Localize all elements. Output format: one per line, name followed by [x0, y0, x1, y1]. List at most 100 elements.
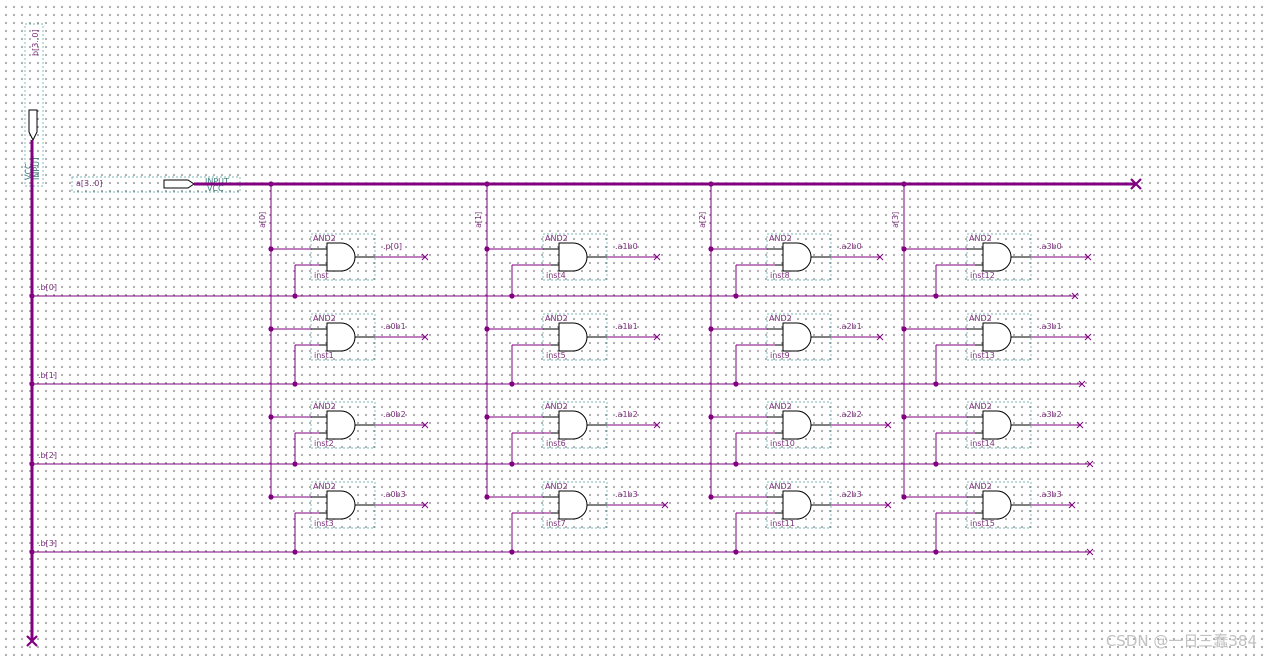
gate-inst-label-inst3: inst3: [314, 519, 334, 528]
and-gate-inst8: [782, 242, 812, 272]
b-line-junction-1: [29, 381, 35, 387]
b-to-gate-junction-inst1: [292, 381, 298, 387]
gate-output-end-inst4: [653, 253, 661, 261]
gate-box-inst6: [542, 401, 608, 449]
gate-output-label-inst8: .a2b0: [839, 242, 862, 251]
and-gate-inst1: [326, 322, 356, 352]
gate-output-end-inst11: [884, 501, 892, 509]
a-to-gate-junction-inst6: [484, 414, 490, 420]
gate-output-label-inst13: .a3b1: [1039, 322, 1062, 331]
b-line-end-0: [1071, 292, 1079, 300]
gate-inst-label-inst5: inst5: [546, 351, 566, 360]
input-pin-a-symbol: [163, 179, 195, 189]
gate-box-inst9: [766, 313, 832, 361]
gate-output-end-inst7: [661, 501, 669, 509]
a-bus-end-cross: [1130, 178, 1142, 190]
gate-type-label-inst8: AND2: [769, 234, 792, 243]
gate-inst-label-inst10: inst10: [770, 439, 795, 448]
a-to-gate-junction-inst2: [268, 414, 274, 420]
gate-output-label-inst: .p[0]: [383, 242, 402, 251]
input-pin-a-name: a[3..0]: [76, 179, 102, 188]
gate-output-end-inst3: [421, 501, 429, 509]
gate-output-label-inst12: .a3b0: [1039, 242, 1062, 251]
gate-output-end-inst9: [876, 333, 884, 341]
gate-output-end-inst13: [1084, 333, 1092, 341]
watermark: CSDN @一日三蠢384: [1105, 632, 1257, 650]
a-to-gate-junction-inst11: [708, 494, 714, 500]
gate-type-label-inst1: AND2: [313, 314, 336, 323]
b-to-gate-junction-inst11: [733, 549, 739, 555]
gate-output-end-inst10: [884, 421, 892, 429]
a-to-gate-junction-inst4: [484, 246, 490, 252]
a-to-gate-junction-inst15: [901, 494, 907, 500]
input-pin-a-box: [71, 176, 241, 193]
b-to-gate-junction-inst6: [509, 461, 515, 467]
a-tap-junction-1: [484, 181, 490, 187]
gate-inst-label-inst6: inst6: [546, 439, 566, 448]
gate-box-inst7: [542, 481, 608, 529]
gate-inst-label-inst14: inst14: [970, 439, 995, 448]
gate-output-end-inst6: [653, 421, 661, 429]
gate-type-label-inst12: AND2: [969, 234, 992, 243]
a-tap-label-0: a[0]: [258, 212, 267, 228]
gate-output-label-inst15: .a3b3: [1039, 490, 1062, 499]
gate-output-end-inst5: [653, 333, 661, 341]
a-to-gate-junction-inst5: [484, 326, 490, 332]
and-gate-inst4: [558, 242, 588, 272]
b-to-gate-junction-inst8: [733, 293, 739, 299]
gate-output-label-inst11: .a2b3: [839, 490, 862, 499]
b-tap-label-3: .b[3]: [38, 539, 57, 548]
gate-box-inst15: [966, 481, 1032, 529]
input-pin-b-name: b[3..0]: [31, 29, 40, 56]
gate-output-label-inst3: .a0b3: [383, 490, 406, 499]
b-line-end-3: [1086, 548, 1094, 556]
gate-type-label-inst10: AND2: [769, 402, 792, 411]
b-to-gate-junction-inst10: [733, 461, 739, 467]
gate-type-label-inst15: AND2: [969, 482, 992, 491]
and-gate-inst: [326, 242, 356, 272]
b-to-gate-junction-inst7: [509, 549, 515, 555]
gate-type-label-inst11: AND2: [769, 482, 792, 491]
gate-inst-label-inst: inst: [314, 271, 329, 280]
b-line-junction-2: [29, 461, 35, 467]
gate-output-end-inst14: [1076, 421, 1084, 429]
gate-output-label-inst1: .a0b1: [383, 322, 406, 331]
gate-type-label-inst2: AND2: [313, 402, 336, 411]
a-tap-label-1: a[1]: [474, 212, 483, 228]
b-to-gate-junction-inst3: [292, 549, 298, 555]
input-pin-b-type: INPUT: [32, 156, 41, 180]
a-to-gate-junction-inst7: [484, 494, 490, 500]
gate-output-label-inst4: .a1b0: [615, 242, 638, 251]
b-line-junction-3: [29, 549, 35, 555]
gate-inst-label-inst7: inst7: [546, 519, 566, 528]
a-to-gate-junction-inst10: [708, 414, 714, 420]
gate-box-inst10: [766, 401, 832, 449]
and-gate-inst12: [982, 242, 1012, 272]
gate-output-label-inst10: .a2b2: [839, 410, 862, 419]
gate-type-label-inst6: AND2: [545, 402, 568, 411]
gate-output-label-inst14: .a3b2: [1039, 410, 1062, 419]
gate-box-inst4: [542, 233, 608, 281]
gate-box-inst11: [766, 481, 832, 529]
a-to-gate-junction-inst12: [901, 246, 907, 252]
gate-type-label-inst14: AND2: [969, 402, 992, 411]
gate-type-label-inst3: AND2: [313, 482, 336, 491]
and-gate-inst10: [782, 410, 812, 440]
and-gate-inst3: [326, 490, 356, 520]
gate-box-inst12: [966, 233, 1032, 281]
input-pin-a-vcc: VCC: [207, 184, 224, 193]
gate-output-end-inst: [421, 253, 429, 261]
a-to-gate-junction-inst1: [268, 326, 274, 332]
gate-box-inst3: [310, 481, 376, 529]
input-pin-a-type: INPUT: [205, 177, 229, 186]
and-gate-inst13: [982, 322, 1012, 352]
gate-output-end-inst12: [1084, 253, 1092, 261]
and-gate-inst9: [782, 322, 812, 352]
a-tap-junction-2: [708, 181, 714, 187]
input-pin-b-box: [24, 23, 44, 187]
and-gate-inst7: [558, 490, 588, 520]
b-to-gate-junction-inst12: [933, 293, 939, 299]
b-to-gate-junction-inst14: [933, 461, 939, 467]
gate-inst-label-inst11: inst11: [770, 519, 795, 528]
